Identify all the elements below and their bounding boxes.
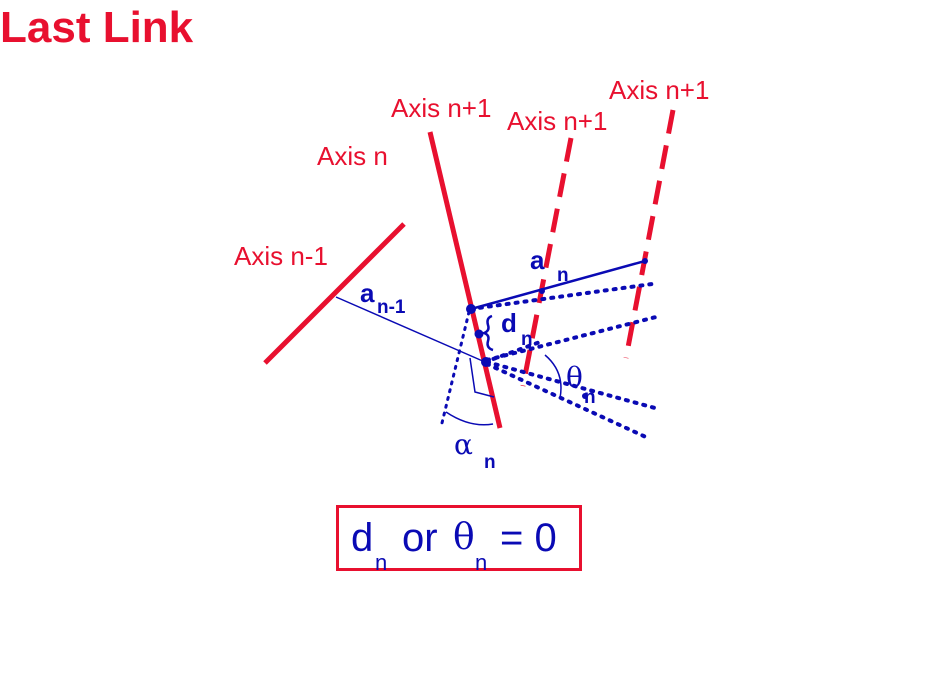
a-n-minus-1-line	[335, 296, 486, 363]
axis-n-line	[427, 131, 503, 429]
axis-n-minus-1-label: Axis n-1	[234, 241, 328, 271]
axis-n-plus-1-label-a: Axis n+1	[391, 93, 491, 123]
alpha-arc	[445, 411, 494, 426]
dotted-line-short	[483, 340, 542, 364]
a-n-label: a	[530, 245, 545, 275]
a-n-end-point	[642, 258, 648, 264]
formula-d-subscript: n	[375, 550, 388, 575]
slide-title: Last Link	[0, 3, 194, 52]
dotted-line-2	[485, 314, 662, 362]
axis-n-label: Axis n	[317, 141, 388, 171]
a-n-minus-1-label: a	[360, 278, 375, 308]
dotted-line-alpha	[440, 310, 471, 425]
alpha-label: α	[454, 428, 473, 461]
theta-arc	[544, 354, 562, 399]
right-angle-marker	[469, 357, 495, 398]
origin-point-upper	[466, 304, 476, 314]
origin-point-lower	[481, 357, 491, 367]
formula-box: d n or θ n = 0	[336, 505, 582, 575]
theta-point	[582, 393, 588, 399]
formula-d: d	[351, 516, 374, 560]
dotted-line-1	[469, 282, 654, 311]
dotted-line-3	[485, 360, 657, 410]
axis-n-plus-1-dashed-line-2	[623, 109, 676, 359]
a-n-line	[470, 259, 646, 311]
theta-label: θ	[566, 361, 583, 394]
a-n-mid-point	[539, 288, 545, 294]
alpha-subscript: n	[484, 452, 496, 473]
a-n-subscript: n	[557, 265, 569, 286]
origin-point-middle	[474, 329, 484, 339]
formula-or: or	[402, 516, 438, 560]
axis-n-plus-1-dashed-line-1	[520, 137, 574, 387]
axis-n-plus-1-label-c: Axis n+1	[609, 75, 709, 105]
formula-theta-subscript: n	[475, 550, 488, 575]
d-n-subscript: n	[521, 329, 533, 350]
axis-n-plus-1-label-b: Axis n+1	[507, 106, 607, 136]
formula-equals-zero: = 0	[500, 516, 557, 560]
dotted-line-4	[485, 362, 650, 440]
theta-subscript: n	[584, 387, 596, 408]
d-n-brace	[480, 314, 494, 352]
axis-n-minus-1-line	[263, 222, 406, 365]
a-n-minus-1-subscript: n-1	[377, 297, 406, 318]
formula-theta: θ	[453, 517, 475, 558]
d-n-label: d	[501, 308, 517, 338]
